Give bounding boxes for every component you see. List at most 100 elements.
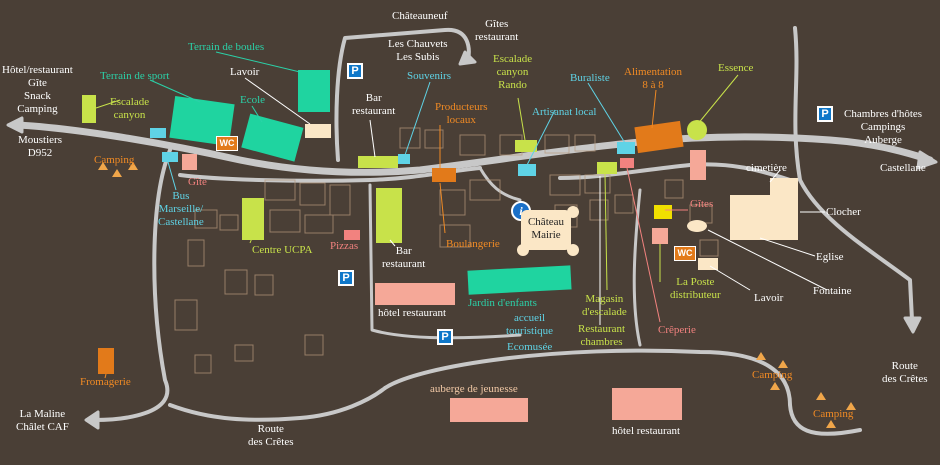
label-alimentation: Alimentation 8 à 8	[624, 66, 683, 91]
label-souvenirs: Souvenirs	[407, 70, 451, 82]
block-gites-right	[690, 150, 706, 180]
label-camping-right2: Camping	[813, 408, 854, 420]
block-souvenirs	[398, 154, 410, 164]
label-moustiers: Moustiers D952	[18, 134, 62, 159]
label-la-poste: La Poste distributeur	[670, 276, 721, 301]
road-west-loop	[93, 148, 172, 422]
block-lavoir-top	[305, 124, 331, 138]
label-centre-ucpa: Centre UCPA	[252, 244, 313, 256]
wc-icon: WC	[216, 136, 238, 151]
label-fontaine: Fontaine	[813, 285, 852, 297]
label-lavoir-top: Lavoir	[230, 66, 260, 78]
label-ecomusee: Ecomusée	[507, 341, 553, 353]
block-bus-stop-1	[150, 128, 166, 138]
label-fromagerie: Fromagerie	[80, 376, 131, 388]
label-escalade-rando: Escalade canyon Rando	[493, 53, 533, 91]
block-creperie	[620, 158, 634, 168]
label-gite-left: Gîte	[188, 176, 207, 188]
label-jardin: Jardin d'enfants	[468, 297, 537, 309]
label-hotel-restaurant-bottom: hôtel restaurant	[612, 425, 681, 437]
wc-icon: WC	[674, 246, 696, 261]
road-castellane-arrow	[916, 150, 938, 170]
parking-icon: P	[817, 106, 833, 122]
road-inner-south2	[368, 183, 522, 340]
road-inner-south	[632, 188, 642, 347]
block-ecole	[241, 113, 304, 162]
block-pink-right	[652, 228, 668, 244]
block-fromagerie	[98, 348, 114, 374]
block-alimentation	[634, 120, 684, 154]
label-hotel-restaurant-mid: hôtel restaurant	[378, 307, 447, 319]
label-lavoir-right: Lavoir	[754, 292, 784, 304]
block-fontaine	[687, 220, 707, 232]
label-restaurant-chambres: Restaurant chambres	[578, 323, 626, 348]
label-hotel-restaurant-left: Hôtel/restaurant Gîte Snack Camping	[2, 64, 73, 115]
chateau-mairie: Château Mairie	[521, 210, 571, 250]
label-bus: Bus Marseille/ Castellane	[158, 190, 204, 228]
road-north	[334, 27, 471, 162]
label-les-chauvets: Les Chauvets Les Subis	[388, 38, 448, 63]
label-magasin: Magasin d'escalade	[582, 293, 627, 318]
label-camping-right1: Camping	[752, 369, 793, 381]
block-cimetiere	[730, 178, 798, 240]
block-auberge-jeunesse	[450, 398, 528, 422]
block-bus-stop-2	[162, 152, 178, 162]
parking-icon: P	[338, 270, 354, 286]
label-boulangerie: Boulangerie	[446, 238, 500, 250]
block-hotel-restaurant-mid	[375, 283, 455, 305]
block-bar-restaurant-top	[358, 156, 398, 168]
label-route-cretes-bottom: Route des Crêtes	[248, 423, 294, 448]
block-terrain-boules	[298, 70, 330, 112]
label-terrain-sport: Terrain de sport	[100, 70, 170, 82]
block-escalade-rando	[515, 140, 537, 152]
label-eglise: Eglise	[816, 251, 844, 263]
block-artisanat	[518, 164, 536, 176]
block-producteurs	[432, 168, 456, 182]
road-east	[793, 26, 914, 322]
label-gites-restaurant-top: Gîtes restaurant	[475, 18, 519, 43]
road-west-arrow	[84, 410, 100, 430]
road-north-arrow	[458, 50, 477, 66]
label-cimetiere: cimetière	[746, 162, 787, 174]
parking-icon: P	[347, 63, 363, 79]
label-essence: Essence	[718, 62, 754, 74]
label-buraliste: Buraliste	[570, 72, 610, 84]
label-bar-restaurant-top: Bar restaurant	[352, 92, 396, 117]
block-essence	[687, 120, 707, 140]
label-pizzas: Pizzas	[330, 240, 359, 252]
block-terrain-sport	[169, 96, 235, 146]
road-moustiers-arrow	[6, 116, 24, 134]
label-producteurs: Producteurs locaux	[435, 101, 488, 126]
block-pizzas	[344, 230, 360, 240]
label-escalade-canyon-left: Escalade canyon	[110, 96, 150, 121]
block-hotel-restaurant-bottom	[612, 388, 682, 420]
label-castellane: Castellane	[880, 162, 926, 174]
road-inner-east	[558, 162, 792, 182]
block-centre-ucpa	[242, 198, 264, 240]
parking-icon: P	[437, 329, 453, 345]
block-escalade-canyon-left	[82, 95, 96, 123]
road-east-arrow	[903, 316, 922, 334]
block-bar-restaurant-mid	[376, 188, 402, 243]
camping-triangle-icon	[98, 162, 856, 428]
label-clocher: Clocher	[826, 206, 861, 218]
block-yellow-right	[654, 205, 672, 219]
road-south	[383, 348, 862, 436]
label-accueil: accueil touristique	[506, 312, 554, 337]
label-artisanat: Artisanat local	[532, 106, 597, 118]
label-chateauneuf: Châteauneuf	[392, 10, 448, 22]
label-creperie: Crêperie	[658, 324, 696, 336]
label-la-maline: La Maline Châlet CAF	[16, 408, 69, 433]
road-south-west	[168, 386, 387, 422]
label-ecole: Ecole	[240, 94, 266, 106]
road-main	[14, 121, 934, 176]
label-camping-left: Camping	[94, 154, 135, 166]
label-gites-right: Gîtes	[690, 198, 714, 210]
label-auberge-jeunesse: auberge de jeunesse	[430, 383, 518, 395]
label-terrain-boules: Terrain de boules	[188, 41, 265, 53]
label-bar-restaurant-mid: Bar restaurant	[382, 245, 426, 270]
block-gite-left	[182, 154, 197, 170]
road-inner-mid	[478, 166, 522, 202]
